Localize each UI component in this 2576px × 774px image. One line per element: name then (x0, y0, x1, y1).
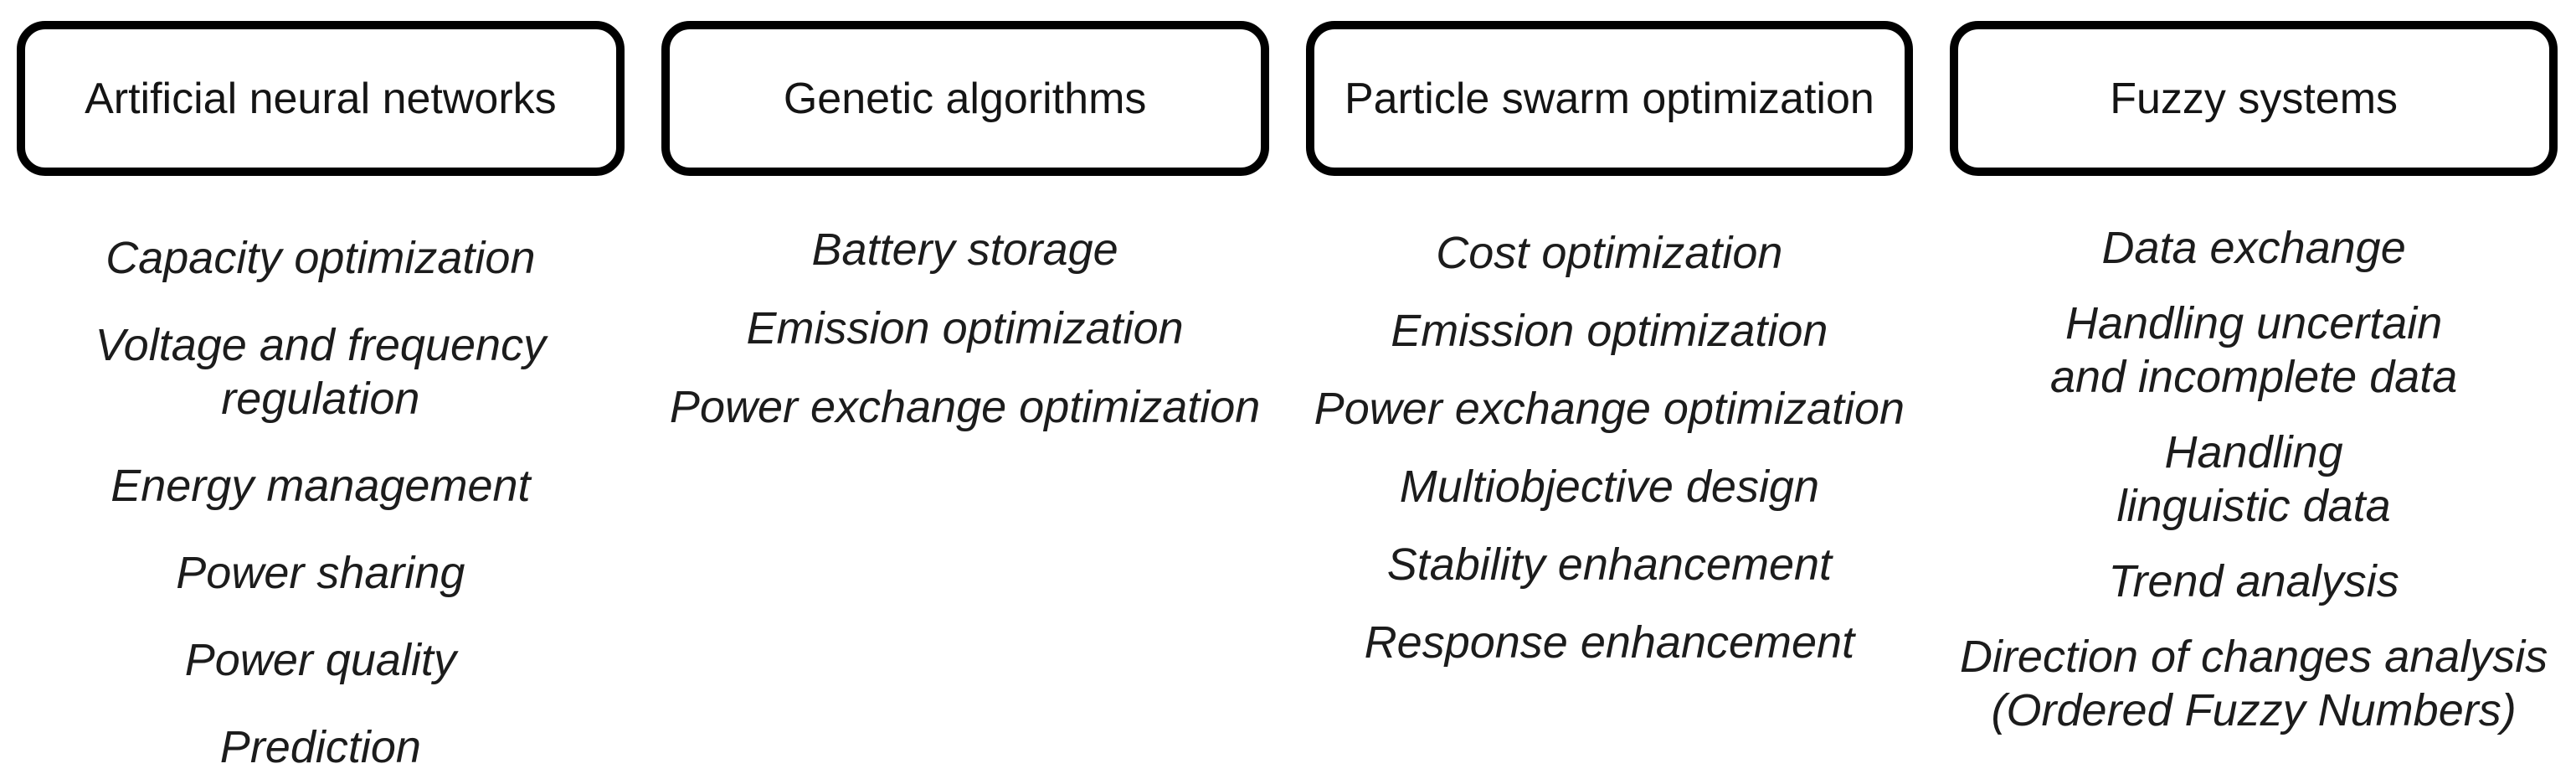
column-fuzzy-systems: Fuzzy systems Data exchange Handling unc… (1950, 21, 2558, 774)
list-item-line: Response enhancement (1364, 617, 1855, 668)
list-item-line: Multiobjective design (1399, 462, 1820, 512)
column-genetic-algorithms: Genetic algorithms Battery storage Emiss… (661, 21, 1269, 774)
list-item: Handling linguistic data (2117, 426, 2391, 533)
list-item-line: Voltage and frequency (95, 320, 547, 370)
list-item: Battery storage (812, 223, 1118, 276)
list-item-line: Direction of changes analysis (1959, 632, 2548, 682)
list-item-line: Trend analysis (2108, 556, 2399, 606)
list-item: Emission optimization (1391, 304, 1828, 358)
category-box-particle-swarm-optimization: Particle swarm optimization (1305, 21, 1914, 176)
list-item: Direction of changes analysis (Ordered F… (1960, 630, 2548, 737)
list-item: Emission optimization (747, 302, 1184, 355)
list-item-line: Prediction (219, 722, 421, 772)
list-item: Prediction (220, 720, 421, 774)
category-box-genetic-algorithms: Genetic algorithms (661, 21, 1269, 176)
list-item: Handling uncertain and incomplete data (2050, 297, 2457, 404)
item-list: Capacity optimization Voltage and freque… (17, 176, 625, 774)
list-item-line: Data exchange (2101, 223, 2406, 273)
list-item-line: linguistic data (2116, 481, 2391, 531)
list-item-line: Stability enhancement (1386, 539, 1833, 590)
list-item-line: Handling (2164, 427, 2343, 477)
column-particle-swarm-optimization: Particle swarm optimization Cost optimiz… (1305, 21, 1914, 774)
list-item: Power exchange optimization (670, 380, 1260, 434)
list-item: Power sharing (176, 546, 465, 600)
list-item-line: Cost optimization (1436, 228, 1783, 278)
category-title: Genetic algorithms (783, 74, 1147, 123)
list-item: Cost optimization (1436, 226, 1782, 280)
list-item: Energy management (111, 459, 530, 513)
list-item-line: Power sharing (176, 548, 465, 598)
item-list: Battery storage Emission optimization Po… (661, 176, 1269, 434)
list-item: Trend analysis (2109, 555, 2399, 608)
category-box-artificial-neural-networks: Artificial neural networks (17, 21, 625, 176)
list-item-line: Energy management (111, 461, 531, 511)
list-item: Response enhancement (1365, 616, 1854, 669)
list-item: Power exchange optimization (1314, 382, 1905, 436)
list-item: Capacity optimization (105, 231, 535, 285)
list-item-line: Emission optimization (746, 303, 1184, 353)
list-item-line: Power exchange optimization (1314, 384, 1905, 434)
list-item: Voltage and frequency regulation (95, 318, 546, 426)
category-title: Fuzzy systems (2110, 74, 2399, 123)
list-item: Multiobjective design (1400, 460, 1819, 513)
list-item-line: Power quality (184, 635, 456, 685)
list-item-line: Emission optimization (1391, 306, 1828, 356)
list-item-line: regulation (221, 374, 420, 424)
list-item-line: (Ordered Fuzzy Numbers) (1991, 685, 2517, 735)
item-list: Data exchange Handling uncertain and inc… (1950, 176, 2558, 737)
list-item-line: Capacity optimization (105, 233, 536, 283)
list-item-line: Power exchange optimization (669, 382, 1261, 432)
category-title: Particle swarm optimization (1344, 74, 1874, 123)
list-item: Data exchange (2101, 221, 2405, 275)
category-title: Artificial neural networks (85, 74, 557, 123)
list-item-line: Handling uncertain (2064, 298, 2443, 348)
list-item-line: Battery storage (811, 224, 1118, 275)
column-artificial-neural-networks: Artificial neural networks Capacity opti… (17, 21, 625, 774)
list-item: Power quality (185, 633, 456, 687)
list-item: Stability enhancement (1387, 538, 1832, 591)
category-box-fuzzy-systems: Fuzzy systems (1950, 21, 2558, 176)
list-item-line: and incomplete data (2049, 352, 2458, 402)
item-list: Cost optimization Emission optimization … (1306, 176, 1914, 669)
